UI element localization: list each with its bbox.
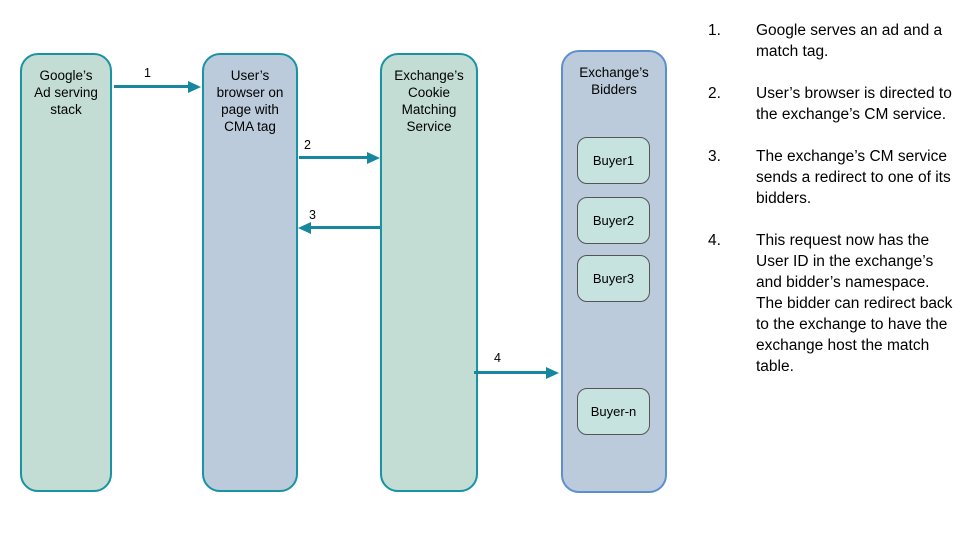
buyer-n-label: Buyer-n (590, 404, 637, 419)
node-browser-label: User’s browser on page with CMA tag (216, 68, 284, 134)
node-google-ad-serving-stack: Google’s Ad serving stack (20, 53, 112, 492)
node-users-browser: User’s browser on page with CMA tag (202, 53, 298, 492)
buyer-n-box: Buyer-n (577, 388, 650, 435)
step-item-2: 2. User’s browser is directed to the exc… (708, 83, 956, 125)
step2-text: User’s browser is directed to the exchan… (756, 85, 952, 123)
arrow1-line (114, 85, 189, 88)
step1-text: Google serves an ad and a match tag. (756, 22, 943, 60)
buyer2-box: Buyer2 (577, 197, 650, 244)
step-item-4: 4. This request now has the User ID in t… (708, 230, 956, 377)
arrow3-line (311, 226, 380, 229)
buyer2-label: Buyer2 (592, 213, 635, 228)
buyer1-label: Buyer1 (592, 153, 635, 168)
node-exchange-cm-service: Exchange’s Cookie Matching Service (380, 53, 478, 492)
node-google-label: Google’s Ad serving stack (34, 68, 98, 117)
step4-number: 4. (708, 232, 721, 249)
step3-text: The exchange’s CM service sends a redire… (756, 148, 951, 207)
arrow3-head-icon (298, 222, 311, 234)
arrow2-label: 2 (304, 138, 311, 152)
step4-text: This request now has the User ID in the … (756, 232, 953, 375)
step-item-3: 3. The exchange’s CM service sends a red… (708, 146, 956, 209)
node-cm-label: Exchange’s Cookie Matching Service (394, 68, 464, 134)
arrow4-line (474, 371, 547, 374)
buyer3-box: Buyer3 (577, 255, 650, 302)
node-bidders-label: Exchange’s Bidders (579, 65, 649, 97)
arrow4-label: 4 (494, 351, 501, 365)
arrow2-line (299, 156, 368, 159)
step-list: 1. Google serves an ad and a match tag. … (708, 20, 956, 377)
buyer1-box: Buyer1 (577, 137, 650, 184)
arrow4-head-icon (546, 367, 559, 379)
arrow2-head-icon (367, 152, 380, 164)
step2-number: 2. (708, 85, 721, 102)
node-exchange-bidders: Exchange’s Bidders Buyer1 Buyer2 Buyer3 … (561, 50, 667, 493)
arrow3-label: 3 (309, 208, 316, 222)
arrow1-label: 1 (144, 66, 151, 80)
buyer3-label: Buyer3 (592, 271, 635, 286)
arrow1-head-icon (188, 81, 201, 93)
step3-number: 3. (708, 148, 721, 165)
step1-number: 1. (708, 22, 721, 39)
step-item-1: 1. Google serves an ad and a match tag. (708, 20, 956, 62)
